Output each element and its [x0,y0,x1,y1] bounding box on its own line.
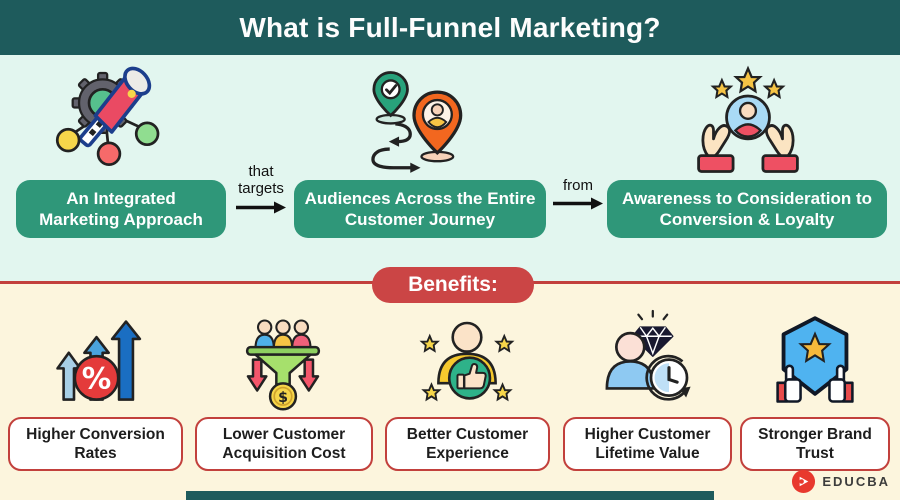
step-box-audiences-journey: Audiences Across the Entire Customer Jou… [294,180,546,238]
connector-from: from [550,177,606,210]
benefit-box-lifetime-value: Higher Customer Lifetime Value [563,417,732,471]
right-arrow-icon [553,197,603,210]
megaphone-gear-icon [55,66,160,167]
svg-text:$: $ [278,390,288,406]
benefit-label: Better Customer Experience [406,425,529,462]
right-arrow-icon [236,201,286,213]
step-box-awareness-loyalty: Awareness to Consideration to Conversion… [607,180,887,238]
educba-logo: EDUCBA [791,469,890,494]
connector-that-targets: that targets [230,163,292,214]
funnel-dollar-icon: $ [245,319,321,411]
step-label: Awareness to Consideration to Conversion… [621,188,872,229]
shield-star-thumbs-icon [776,316,854,403]
page-title: What is Full-Funnel Marketing? [239,11,661,43]
definition-section [0,55,900,282]
benefit-box-acquisition-cost: Lower Customer Acquisition Cost [195,417,373,471]
connector-label: from [563,177,593,194]
rising-arrows-percent-icon: % [56,320,142,401]
benefit-label: Stronger Brand Trust [758,425,872,462]
step-label: Audiences Across the Entire Customer Jou… [304,188,536,229]
educba-mark-icon [792,469,816,494]
benefits-banner: Benefits: [372,267,534,303]
benefits-title: Benefits: [408,273,498,296]
benefit-box-customer-experience: Better Customer Experience [385,417,550,471]
svg-text:%: % [82,361,112,395]
step-label: An Integrated Marketing Approach [39,188,203,229]
hands-holding-customer-icon [697,67,799,173]
footer-bar [186,491,714,500]
benefit-label: Lower Customer Acquisition Cost [222,425,346,462]
connector-label: that targets [238,163,284,198]
customer-journey-pins-icon [371,71,463,173]
benefit-box-conversion-rates: Higher Conversion Rates [8,417,183,471]
brand-name: EDUCBA [822,474,890,489]
benefit-label: Higher Conversion Rates [26,425,165,462]
step-box-integrated-approach: An Integrated Marketing Approach [16,180,226,238]
benefit-box-brand-trust: Stronger Brand Trust [740,417,890,471]
diamond-clock-customer-icon [605,309,691,401]
benefit-label: Higher Customer Lifetime Value [584,425,711,462]
thumbs-up-customer-icon [420,321,514,401]
header: What is Full-Funnel Marketing? [0,0,900,55]
